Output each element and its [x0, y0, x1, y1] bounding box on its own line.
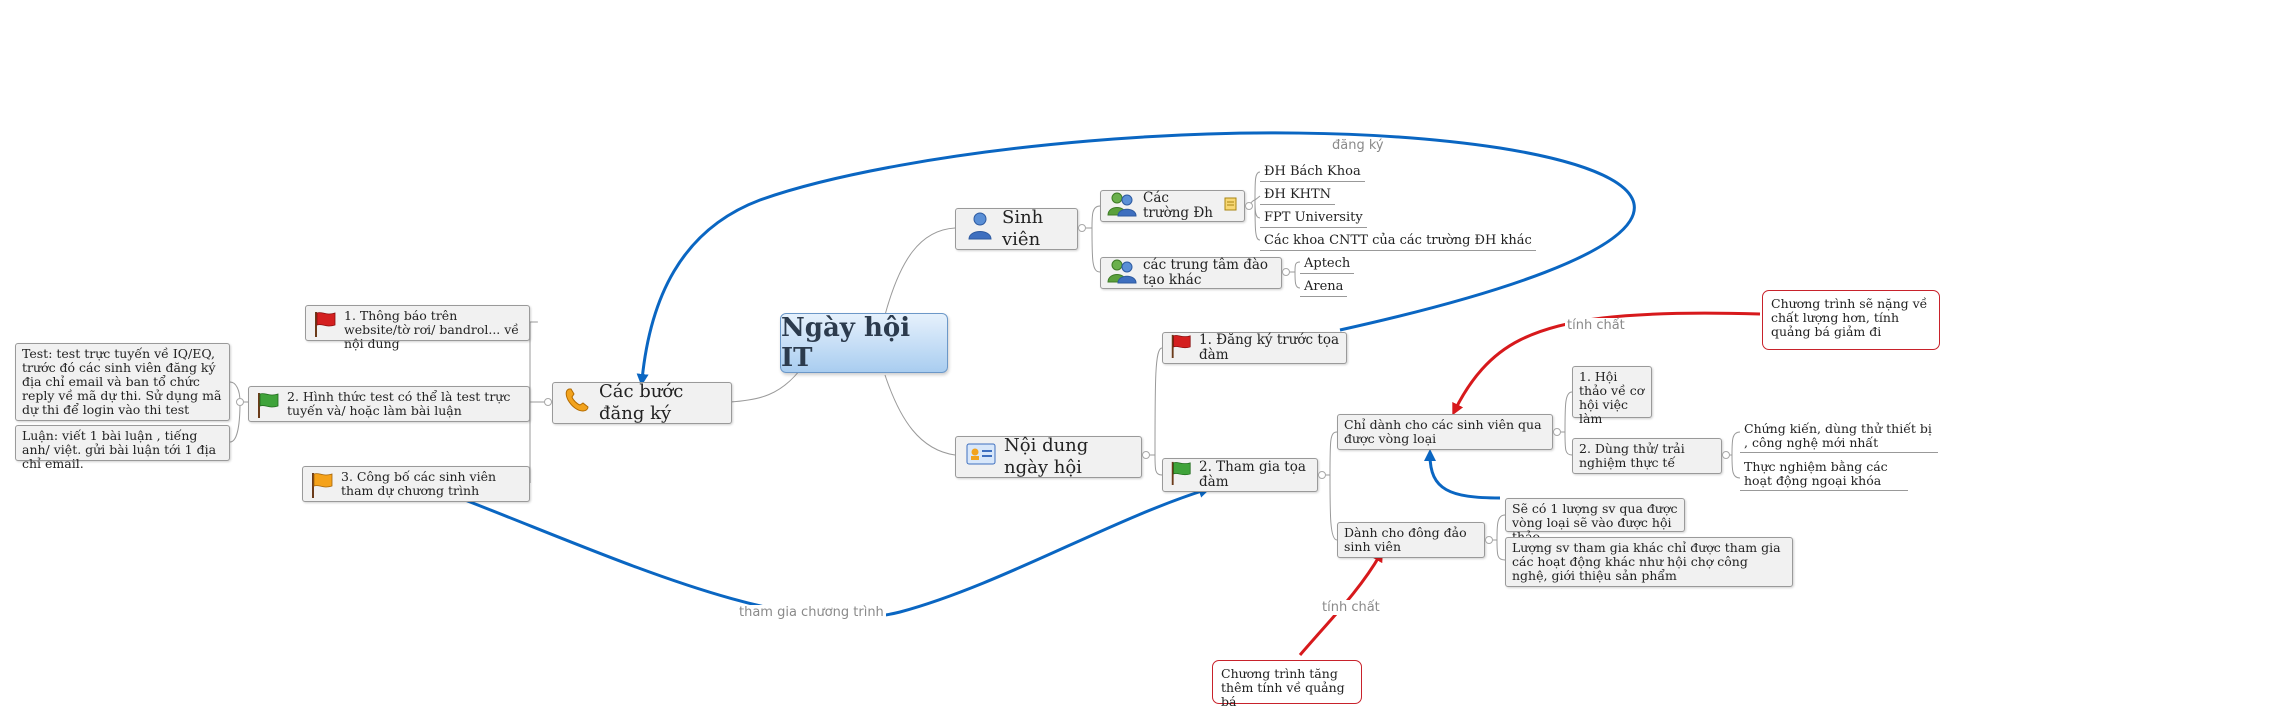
note-essay-label: Luận: viết 1 bài luận , tiếng anh/ việt.… — [22, 428, 217, 471]
training-center-item[interactable]: Arena — [1300, 279, 1348, 297]
callout-promotion-label: Chương trình tăng thêm tính về quảng bá — [1221, 666, 1345, 709]
collapse-toggle[interactable] — [1282, 268, 1290, 276]
collapse-toggle[interactable] — [1078, 224, 1086, 232]
user-group-icon — [1107, 258, 1137, 288]
collapse-toggle[interactable] — [236, 398, 244, 406]
university-item[interactable]: ĐH Bách Khoa — [1260, 164, 1365, 182]
collapse-toggle[interactable] — [1553, 428, 1561, 436]
topic-qualified-only-label: Chỉ dành cho các sinh viên qua được vòng… — [1344, 417, 1542, 446]
orange-flag-icon — [309, 471, 335, 502]
collapse-toggle[interactable] — [1485, 536, 1493, 544]
green-flag-icon — [1169, 460, 1193, 490]
general-students-item[interactable]: Lượng sv tham gia khác chỉ được tham gia… — [1505, 537, 1793, 587]
callout-quality[interactable]: Chương trình sẽ nặng về chất lượng hơn, … — [1762, 290, 1940, 350]
relation-label-register[interactable]: đăng ký — [1330, 138, 1386, 153]
user-group-icon — [1107, 191, 1137, 221]
user-icon — [966, 211, 994, 247]
red-flag-icon — [312, 310, 338, 341]
experience-item[interactable]: Chứng kiến, dùng thử thiết bị , công ngh… — [1740, 422, 1938, 453]
topic-attend-seminar[interactable]: 2. Tham gia tọa đàm — [1162, 458, 1318, 492]
red-flag-icon — [1169, 333, 1193, 363]
green-flag-icon — [255, 391, 281, 422]
topic-event-content-label: Nội dung ngày hội — [1004, 435, 1089, 478]
collapse-toggle[interactable] — [1722, 451, 1730, 459]
note-essay[interactable]: Luận: viết 1 bài luận , tiếng anh/ việt.… — [15, 425, 230, 471]
university-item[interactable]: ĐH KHTN — [1260, 187, 1336, 205]
university-item[interactable]: FPT University — [1260, 210, 1367, 228]
topic-students-label: Sinh viên — [1002, 207, 1044, 250]
telephone-icon — [563, 386, 591, 420]
step-announce-participants[interactable]: 3. Công bố các sinh viên tham dự chương … — [302, 466, 530, 502]
experience-item[interactable]: Thực nghiệm bằng các hoạt động ngoại khó… — [1740, 460, 1908, 491]
step-announce-participants-label: 3. Công bố các sinh viên tham dự chương … — [341, 469, 497, 498]
training-center-item[interactable]: Aptech — [1300, 256, 1355, 274]
collapse-toggle[interactable] — [1245, 202, 1253, 210]
relation-label-participate[interactable]: tham gia chương trình — [737, 605, 886, 620]
central-topic[interactable]: Ngày hội IT — [780, 313, 948, 373]
step-test-form-label: 2. Hình thức test có thể là test trực tu… — [287, 389, 511, 418]
id-card-icon — [966, 442, 996, 472]
note-test-label: Test: test trực tuyến về IQ/EQ, trước đó… — [22, 346, 222, 417]
callout-promotion[interactable]: Chương trình tăng thêm tính về quảng bá — [1212, 660, 1362, 709]
topic-training-centers[interactable]: các trung tâm đào tạo khác — [1100, 257, 1282, 289]
general-students-item[interactable]: Sẽ có 1 lượng sv qua được vòng loại sẽ v… — [1505, 498, 1685, 544]
topic-job-seminar-label: 1. Hội thảo về cơ hội việc làm — [1579, 369, 1645, 426]
topic-qualified-only[interactable]: Chỉ dành cho các sinh viên qua được vòng… — [1337, 414, 1553, 450]
relation-label-property[interactable]: tính chất — [1320, 600, 1382, 615]
central-topic-title: Ngày hội IT — [781, 313, 911, 373]
topic-universities-label: Các trường Đh — [1143, 190, 1213, 221]
topic-pre-registration[interactable]: 1. Đăng ký trước tọa đàm — [1162, 332, 1347, 364]
callout-quality-label: Chương trình sẽ nặng về chất lượng hơn, … — [1771, 296, 1928, 339]
collapse-toggle[interactable] — [1318, 471, 1326, 479]
step-announcement-label: 1. Thông báo trên website/tờ rơi/ bandro… — [344, 308, 519, 351]
step-test-form[interactable]: 2. Hình thức test có thể là test trực tu… — [248, 386, 530, 422]
topic-try-experience[interactable]: 2. Dùng thử/ trải nghiệm thực tế — [1572, 438, 1722, 474]
topic-attend-seminar-label: 2. Tham gia tọa đàm — [1199, 459, 1306, 490]
topic-registration-steps-label: Các bước đăng ký — [599, 381, 684, 424]
relation-label-property[interactable]: tính chất — [1565, 318, 1627, 333]
topic-general-students[interactable]: Dành cho đông đảo sinh viên — [1337, 522, 1485, 558]
general-students-item-label: Lượng sv tham gia khác chỉ được tham gia… — [1512, 540, 1781, 583]
collapse-toggle[interactable] — [1142, 451, 1150, 459]
topic-event-content[interactable]: Nội dung ngày hội — [955, 435, 1142, 478]
topic-universities[interactable]: Các trường Đh — [1100, 190, 1245, 222]
topic-training-centers-label: các trung tâm đào tạo khác — [1143, 257, 1269, 288]
collapse-toggle[interactable] — [544, 398, 552, 406]
topic-students[interactable]: Sinh viên — [955, 207, 1078, 250]
topic-registration-steps[interactable]: Các bước đăng ký — [552, 381, 732, 424]
note-icon[interactable] — [1224, 197, 1238, 215]
step-announcement[interactable]: 1. Thông báo trên website/tờ rơi/ bandro… — [305, 305, 530, 351]
note-test[interactable]: Test: test trực tuyến về IQ/EQ, trước đó… — [15, 343, 230, 421]
topic-general-students-label: Dành cho đông đảo sinh viên — [1344, 525, 1467, 554]
topic-job-seminar[interactable]: 1. Hội thảo về cơ hội việc làm — [1572, 366, 1652, 426]
university-item[interactable]: Các khoa CNTT của các trường ĐH khác — [1260, 233, 1536, 251]
topic-pre-registration-label: 1. Đăng ký trước tọa đàm — [1199, 332, 1339, 363]
topic-try-experience-label: 2. Dùng thử/ trải nghiệm thực tế — [1579, 441, 1685, 470]
